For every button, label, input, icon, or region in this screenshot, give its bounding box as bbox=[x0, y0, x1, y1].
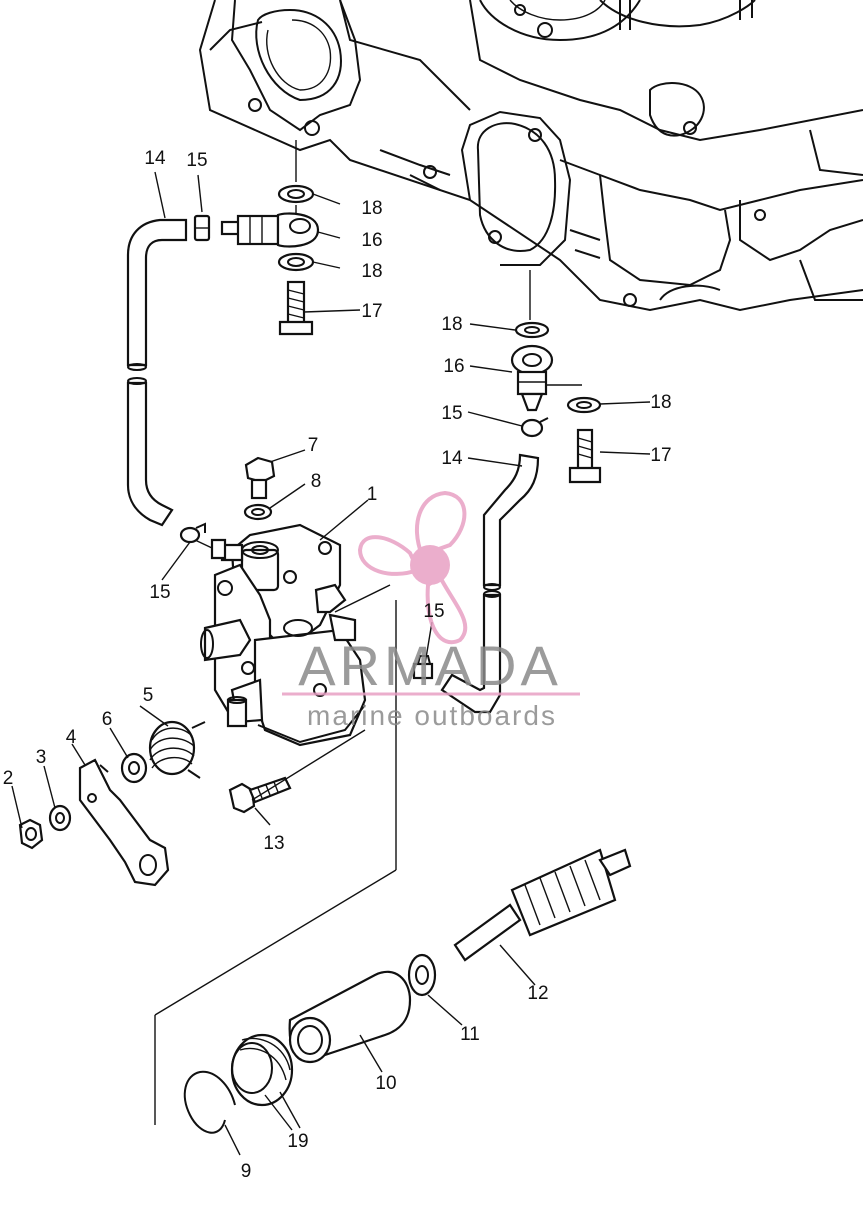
callout-label: 3 bbox=[36, 747, 47, 768]
callout-label: 5 bbox=[143, 685, 154, 706]
washer-18-upper-left-b bbox=[277, 252, 315, 272]
leader-lines bbox=[11, 140, 651, 1156]
callout-labels: 14 15 18 16 18 17 18 16 15 18 14 17 7 8 … bbox=[3, 148, 672, 1182]
hose-clamp-15-pump-right bbox=[412, 655, 434, 680]
hose-clamp-upper-left bbox=[193, 214, 211, 242]
engine-block bbox=[198, 0, 863, 312]
watermark-tagline: marine outboards bbox=[307, 700, 557, 731]
callout-label: 9 bbox=[241, 1161, 252, 1182]
washer-18-right-side bbox=[566, 396, 602, 414]
callout-label: 2 bbox=[3, 768, 14, 789]
callout-label: 15 bbox=[186, 150, 207, 171]
oil-hose-right bbox=[440, 453, 540, 714]
callout-label: 10 bbox=[375, 1073, 396, 1094]
hose-clamp-15-right bbox=[520, 417, 549, 438]
spring-5 bbox=[148, 720, 206, 779]
callout-label: 18 bbox=[441, 314, 462, 335]
callout-label: 19 bbox=[287, 1131, 308, 1152]
wave-washer-3 bbox=[48, 804, 72, 832]
driven-gear-shaft-12 bbox=[453, 848, 632, 962]
callout-label: 16 bbox=[361, 230, 382, 251]
circlip-9 bbox=[183, 1070, 236, 1134]
callout-label: 4 bbox=[66, 727, 77, 748]
callout-label: 18 bbox=[361, 261, 382, 282]
callout-label: 11 bbox=[460, 1024, 480, 1045]
callout-label: 14 bbox=[441, 448, 463, 469]
washer-11 bbox=[407, 953, 437, 997]
bleeder-screw-7 bbox=[244, 456, 276, 500]
hose-clamp-15-pump-left bbox=[179, 522, 206, 544]
oil-pump-lever-4 bbox=[78, 758, 170, 887]
armada-watermark: ARMADA marine outboards bbox=[282, 490, 580, 731]
watermark-brand: ARMADA bbox=[298, 634, 562, 697]
banjo-bolt-17-right bbox=[568, 428, 602, 484]
callout-label: 17 bbox=[650, 445, 671, 466]
bushing-10 bbox=[288, 970, 412, 1064]
callout-label: 15 bbox=[149, 582, 170, 603]
callout-label: 14 bbox=[144, 148, 166, 169]
nut-2 bbox=[18, 818, 44, 850]
callout-label: 15 bbox=[423, 601, 444, 622]
oil-hose-left bbox=[126, 218, 188, 527]
callout-label: 12 bbox=[527, 983, 548, 1004]
callout-label: 1 bbox=[367, 484, 378, 505]
washer-18-right-top bbox=[514, 321, 550, 339]
washer-18-upper-left-a bbox=[277, 184, 315, 204]
gasket-8 bbox=[243, 503, 273, 521]
callout-label: 8 bbox=[311, 471, 322, 492]
callout-label: 18 bbox=[650, 392, 671, 413]
banjo-union-16-right bbox=[510, 344, 582, 412]
callout-label: 15 bbox=[441, 403, 462, 424]
oil-pump-body bbox=[200, 523, 367, 747]
callout-label: 17 bbox=[361, 301, 382, 322]
oil-seal-19 bbox=[230, 1033, 294, 1107]
callout-label: 16 bbox=[443, 356, 464, 377]
callout-label: 7 bbox=[308, 435, 319, 456]
callout-label: 13 bbox=[263, 833, 284, 854]
washer-6 bbox=[120, 752, 148, 784]
callout-label: 18 bbox=[361, 198, 382, 219]
banjo-bolt-union-left bbox=[220, 212, 320, 248]
propeller-logo-icon bbox=[357, 490, 468, 644]
callout-label: 6 bbox=[102, 709, 113, 730]
banjo-bolt-17-left bbox=[278, 280, 314, 336]
